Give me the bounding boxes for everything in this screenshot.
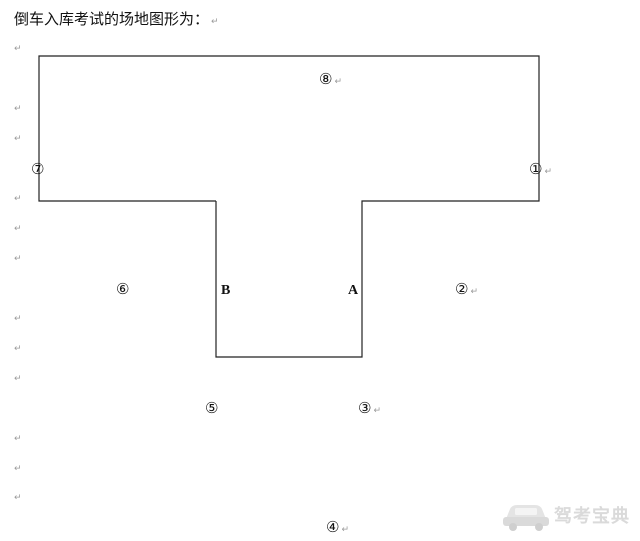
document-title: 倒车入库考试的场地图形为：↵	[14, 10, 219, 31]
label-4: ④↵	[326, 518, 349, 536]
watermark-text: 驾考宝典	[554, 506, 630, 527]
title-text: 倒车入库考试的场地图形为：	[14, 10, 210, 28]
paragraph-mark: ↵	[14, 254, 22, 264]
paragraph-mark: ↵	[14, 314, 22, 324]
label-6: ⑥	[116, 280, 130, 298]
paragraph-mark: ↵	[14, 344, 22, 354]
paragraph-mark: ↵	[14, 194, 22, 204]
label-5: ⑤	[205, 399, 219, 417]
field-outline	[38, 55, 540, 358]
paragraph-mark: ↵	[14, 493, 22, 503]
label-1: ①↵	[529, 160, 552, 178]
label-2: ②↵	[455, 280, 478, 298]
car-icon	[503, 505, 549, 531]
paragraph-mark: ↵	[14, 224, 22, 234]
paragraph-mark: ↵	[14, 104, 22, 114]
label-3: ③↵	[358, 399, 381, 417]
paragraph-mark: ↵	[14, 374, 22, 384]
label-7: ⑦	[31, 160, 45, 178]
paragraph-mark: ↵	[14, 134, 22, 144]
paragraph-mark: ↵	[211, 17, 219, 27]
label-8: ⑧↵	[319, 70, 342, 88]
paragraph-mark: ↵	[14, 464, 22, 474]
paragraph-mark: ↵	[14, 44, 22, 54]
label-a: A	[348, 283, 359, 298]
label-b: B	[221, 283, 231, 298]
watermark-logo: 驾考宝典	[500, 496, 635, 534]
paragraph-mark: ↵	[14, 434, 22, 444]
